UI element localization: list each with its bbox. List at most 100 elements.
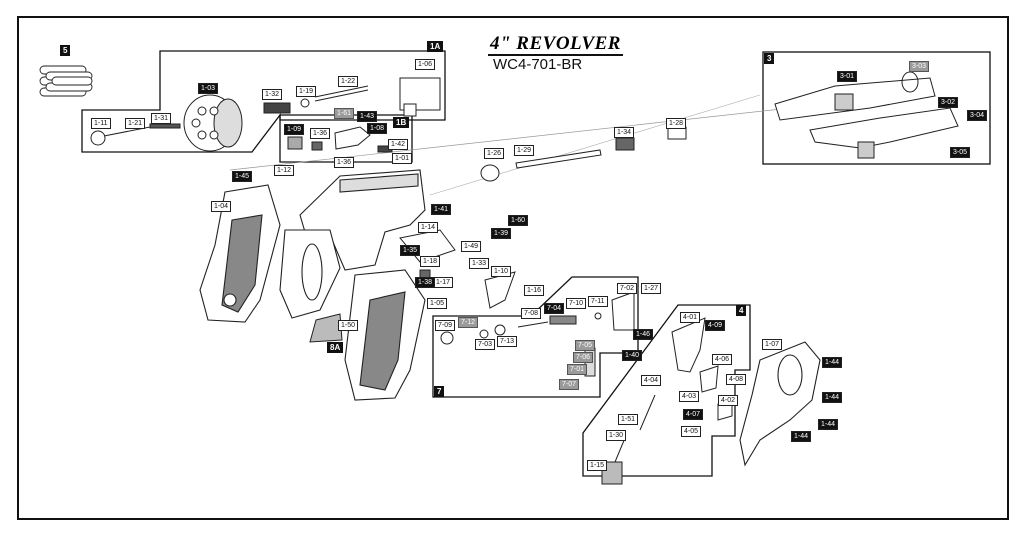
part-label: 1-01 — [392, 153, 413, 164]
barrel-halves-drawing — [774, 71, 959, 159]
part-label: 3-02 — [938, 97, 959, 108]
part-label: 1-21 — [125, 118, 146, 129]
part-label: 1-07 — [762, 339, 783, 350]
part-label: 3-01 — [837, 71, 858, 82]
group-5-label: 5 — [60, 45, 71, 56]
part-label: 1-26 — [484, 148, 505, 159]
part-label: 4-01 — [680, 312, 701, 323]
part-label: 1-17 — [433, 277, 454, 288]
part-label: 7-06 — [573, 352, 594, 363]
part-label: 7-10 — [566, 298, 587, 309]
cartridges-drawing — [39, 65, 93, 97]
assembly-axis-line-2 — [429, 94, 761, 196]
part-label: 1-06 — [415, 59, 436, 70]
part-label: 1-14 — [418, 222, 439, 233]
assembly-axis-line — [229, 107, 791, 171]
part-label: 7-04 — [544, 303, 565, 314]
part-label: 4-05 — [681, 426, 702, 437]
part-label: 1-49 — [461, 241, 482, 252]
part-label: 1-12 — [274, 165, 295, 176]
inner-barrel-drawing — [480, 126, 687, 182]
part-label: 1-61 — [334, 108, 355, 119]
group-1a-frame — [81, 50, 446, 153]
part-label: 1-44 — [818, 419, 839, 430]
group-7-label: 7 — [434, 386, 445, 397]
group-1b-label: 1B — [393, 117, 410, 128]
part-label: 7-03 — [475, 339, 496, 350]
part-label: 3-04 — [967, 110, 988, 121]
part-label: 1-38 — [415, 277, 436, 288]
side-plate-drawing — [739, 341, 821, 467]
part-label: 1-05 — [427, 298, 448, 309]
part-label: 1-28 — [666, 118, 687, 129]
part-label: 3-03 — [909, 61, 930, 72]
part-label: 1-35 — [400, 245, 421, 256]
part-label: 3-05 — [950, 147, 971, 158]
group-3-frame — [762, 51, 991, 165]
part-label: 1-27 — [641, 283, 662, 294]
part-label: 1-15 — [587, 460, 608, 471]
model-number: WC4-701-BR — [493, 56, 583, 73]
frame-body-drawing — [279, 169, 426, 319]
part-label: 1-36 — [334, 157, 355, 168]
part-label: 1-19 — [296, 86, 317, 97]
group-4-frame — [582, 304, 751, 477]
part-label: 1-46 — [633, 329, 654, 340]
part-label: 1-44 — [791, 431, 812, 442]
part-label: 4-07 — [683, 409, 704, 420]
part-label: 1-03 — [198, 83, 219, 94]
part-label: 1-09 — [284, 124, 305, 135]
part-label: 1-60 — [508, 215, 529, 226]
part-label: 1-36 — [310, 128, 331, 139]
part-label: 1-16 — [524, 285, 545, 296]
part-label: 1-22 — [338, 76, 359, 87]
part-label: 4-03 — [679, 391, 700, 402]
part-label: 7-07 — [559, 379, 580, 390]
group-1a-label: 1A — [427, 41, 444, 52]
part-label: 1-41 — [431, 204, 452, 215]
part-label: 1-39 — [491, 228, 512, 239]
part-label: 7-13 — [497, 336, 518, 347]
group-7-frame — [432, 276, 639, 398]
part-label: 1-40 — [622, 350, 643, 361]
part-label: 4-09 — [705, 320, 726, 331]
part-label: 7-01 — [567, 364, 588, 375]
part-label: 4-08 — [726, 374, 747, 385]
part-label: 7-02 — [617, 283, 638, 294]
part-label: 1-30 — [606, 430, 627, 441]
part-label: 1-11 — [91, 118, 111, 129]
part-label: 1-32 — [262, 89, 283, 100]
part-label: 7-11 — [588, 296, 608, 307]
part-label: 4-06 — [712, 354, 733, 365]
part-label: 1-50 — [338, 320, 359, 331]
part-label: 1-44 — [822, 392, 843, 403]
part-label: 1-10 — [491, 266, 512, 277]
part-label: 7-12 — [458, 317, 479, 328]
part-label: 4-04 — [641, 375, 662, 386]
grip-panels-drawing — [199, 184, 426, 401]
outer-frame — [17, 16, 1009, 520]
cylinder-stop-parts-drawing — [287, 126, 393, 153]
part-label: 1-43 — [357, 111, 378, 122]
part-label: 1-08 — [367, 123, 388, 134]
group-8a-label: 8A — [327, 342, 344, 353]
part-label: 1-04 — [211, 201, 232, 212]
group-4-label: 4 — [736, 305, 747, 316]
part-label: 1-31 — [151, 113, 172, 124]
part-label: 1-42 — [388, 139, 409, 150]
ejector-star-drawing — [90, 123, 181, 146]
part-label: 1-45 — [232, 171, 253, 182]
part-label: 4-02 — [718, 395, 739, 406]
diagram-title: 4" REVOLVER — [488, 33, 623, 56]
group-4-parts-drawing — [601, 317, 733, 485]
part-label: 7-09 — [435, 320, 456, 331]
part-label: 1-33 — [469, 258, 490, 269]
part-label: 7-08 — [521, 308, 542, 319]
group-3-label: 3 — [764, 53, 775, 64]
cylinder-drawing — [183, 94, 243, 152]
part-label: 7-05 — [575, 340, 596, 351]
part-label: 1-34 — [614, 127, 635, 138]
part-label: 1-51 — [618, 414, 639, 425]
crane-and-rod-drawing — [263, 77, 441, 117]
